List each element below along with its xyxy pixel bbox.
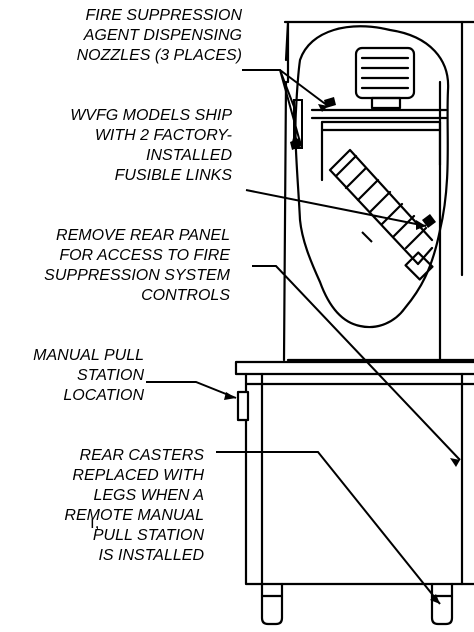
diagonal-rack xyxy=(328,148,434,266)
callout-line: FIRE SUPPRESSION xyxy=(85,7,242,24)
callout-line: AGENT DISPENSING xyxy=(83,27,242,44)
callout-line: MANUAL PULL xyxy=(33,347,144,364)
leader-rear-panel xyxy=(252,265,461,461)
callout-line: REMOVE REAR PANEL xyxy=(56,227,230,244)
nozzles xyxy=(290,97,436,228)
pull-station xyxy=(236,390,250,422)
callout-line: WVFG MODELS SHIP xyxy=(70,107,232,124)
callout-line: INSTALLED xyxy=(146,147,232,164)
callout-line: STATION xyxy=(77,367,144,384)
upper-spray-bar xyxy=(310,108,448,120)
motor xyxy=(354,46,416,100)
callout-line: NOZZLES (3 PLACES) xyxy=(76,47,242,64)
callout-rear-casters: REAR CASTERS REPLACED WITH LEGS WHEN A R… xyxy=(64,446,204,566)
callout-line: LEGS WHEN A xyxy=(93,487,204,504)
callout-line: CONTROLS xyxy=(141,287,230,304)
cropped-text-fragment: ı, xyxy=(90,513,100,532)
cutaway-outline xyxy=(294,25,450,329)
callout-line: LOCATION xyxy=(63,387,144,404)
callout-line: IS INSTALLED xyxy=(98,547,204,564)
leader-nozzles xyxy=(242,69,329,143)
callout-line: FOR ACCESS TO FIRE xyxy=(59,247,230,264)
callout-line: WITH 2 FACTORY- xyxy=(94,127,232,144)
base-ledge xyxy=(234,360,474,376)
leader-casters xyxy=(216,451,441,605)
callout-manual-pull: MANUAL PULL STATION LOCATION xyxy=(33,346,144,406)
callout-line: REPLACED WITH xyxy=(72,467,204,484)
leader-manual-pull xyxy=(146,381,237,399)
callout-fusible-links: WVFG MODELS SHIP WITH 2 FACTORY- INSTALL… xyxy=(70,106,232,186)
callout-line: PULL STATION xyxy=(92,527,204,544)
callout-line: SUPPRESSION SYSTEM xyxy=(44,267,230,284)
callout-nozzles: FIRE SUPPRESSION AGENT DISPENSING NOZZLE… xyxy=(77,6,242,66)
callout-line: REMOTE MANUAL xyxy=(64,507,204,524)
base-cabinet xyxy=(244,372,474,586)
callout-line: FUSIBLE LINKS xyxy=(114,167,232,184)
leader-links xyxy=(245,189,427,227)
callout-rear-panel: REMOVE REAR PANEL FOR ACCESS TO FIRE SUP… xyxy=(44,226,230,306)
leg-right xyxy=(430,582,454,626)
nozzle-3 xyxy=(422,214,436,228)
leg-left xyxy=(260,582,284,626)
hood-outline xyxy=(282,20,474,362)
upper-cabinet xyxy=(286,80,474,362)
callout-line: REAR CASTERS xyxy=(79,447,204,464)
